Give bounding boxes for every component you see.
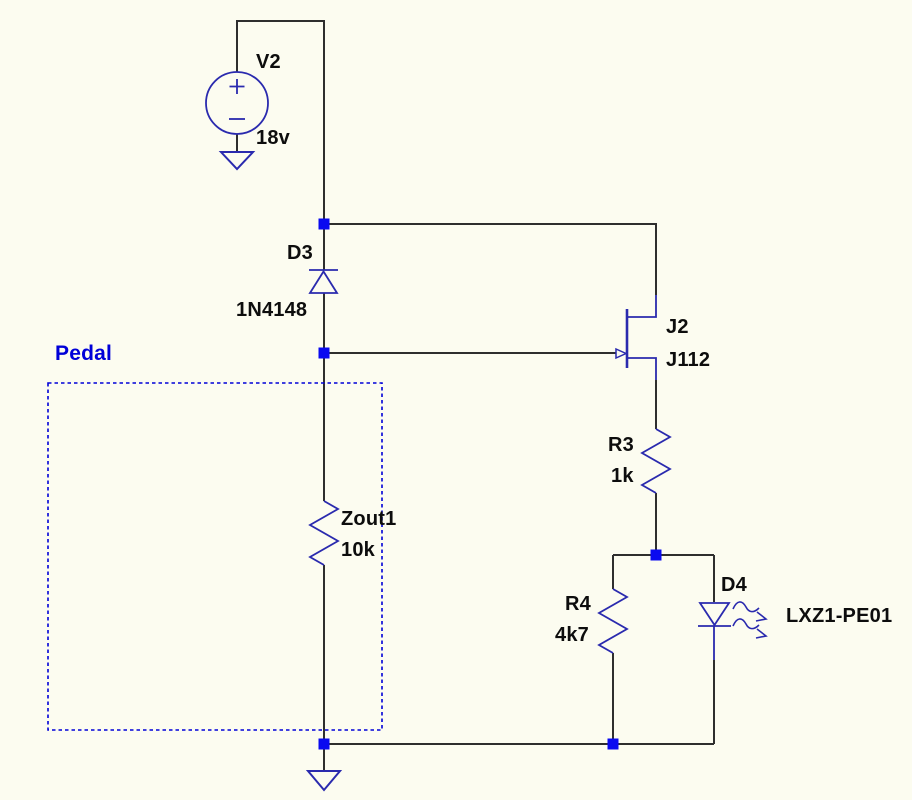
jfet-symbol-j2[interactable]: [615, 295, 657, 380]
r3-designator-label[interactable]: R3: [608, 434, 634, 456]
d4-designator-label[interactable]: D4: [721, 574, 747, 596]
wires[interactable]: [236, 20, 715, 771]
ground-symbol-v2[interactable]: [218, 151, 256, 171]
jfet-gate-arrow: [615, 347, 628, 360]
junction-dot: [318, 347, 330, 359]
resistor-symbol-r4[interactable]: [597, 588, 629, 654]
wire-rail-to-drain[interactable]: [324, 223, 657, 295]
junction-dot: [318, 738, 330, 750]
v2-value-label[interactable]: 18v: [256, 127, 290, 149]
resistor-symbol-zout1[interactable]: [308, 500, 340, 566]
jfet-drain-lead: [628, 295, 657, 318]
junction-dot: [607, 738, 619, 750]
diode-symbol-d3[interactable]: [308, 269, 339, 294]
j2-value-label[interactable]: J112: [666, 349, 711, 371]
d3-value-label[interactable]: 1N4148: [236, 299, 308, 321]
led-light-arrows-icon: [732, 601, 768, 639]
d3-designator-label[interactable]: D3: [287, 242, 313, 264]
jfet-source-lead: [628, 357, 657, 380]
led-symbol-d4[interactable]: [698, 601, 768, 660]
wire-v2-to-rail[interactable]: [236, 20, 325, 224]
ground-symbol-bottom[interactable]: [305, 770, 343, 792]
junction-dot: [318, 218, 330, 230]
zout1-designator-label[interactable]: Zout1: [341, 508, 397, 530]
r4-value-label[interactable]: 4k7: [555, 624, 589, 646]
v2-designator-label[interactable]: V2: [256, 51, 281, 73]
junction-dots: [318, 218, 662, 750]
r3-value-label[interactable]: 1k: [611, 465, 634, 487]
pedal-box-label[interactable]: Pedal: [55, 342, 113, 365]
voltage-source-symbol[interactable]: [205, 71, 269, 135]
plus-sign: [229, 79, 245, 94]
resistor-symbol-r3[interactable]: [640, 428, 672, 494]
pedal-annotation-box[interactable]: [47, 382, 383, 731]
zout1-value-label[interactable]: 10k: [341, 539, 375, 561]
r4-designator-label[interactable]: R4: [565, 593, 591, 615]
d4-value-label[interactable]: LXZ1-PE01: [786, 605, 893, 627]
diode-triangle: [308, 269, 339, 294]
j2-designator-label[interactable]: J2: [666, 316, 689, 338]
led-triangle: [698, 602, 731, 627]
junction-dot: [650, 549, 662, 561]
